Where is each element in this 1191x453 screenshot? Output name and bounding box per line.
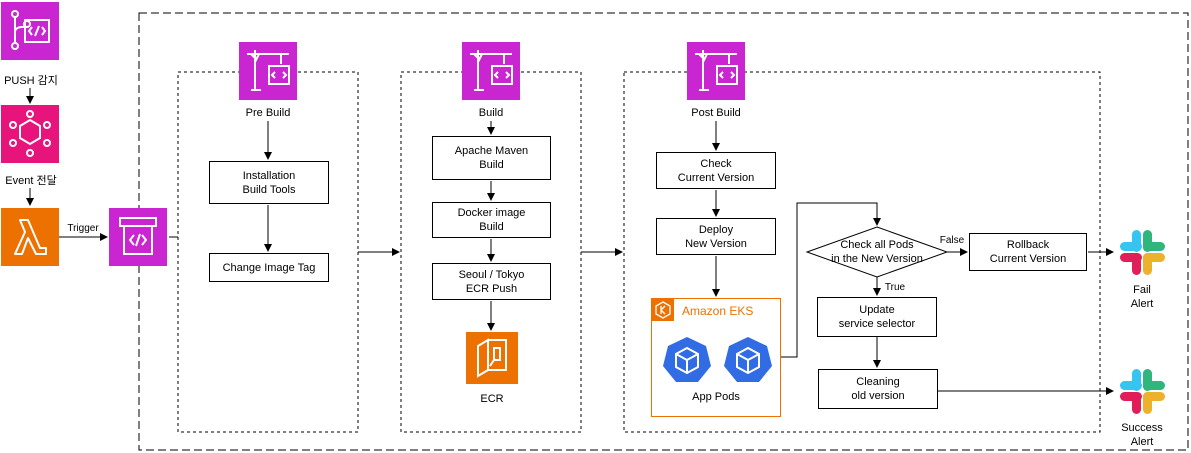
fail-alert-label: Fail Alert [1130, 284, 1154, 310]
false-label: False [939, 235, 965, 246]
postbuild-crane-icon [687, 42, 745, 100]
step-check-current: Check Current Version [656, 152, 776, 189]
prebuild-title: Pre Build [245, 107, 291, 119]
step-cleaning: Cleaning old version [818, 369, 938, 409]
step-rollback: Rollback Current Version [969, 233, 1087, 271]
codebuild-icon [109, 208, 167, 266]
event-label: Event 전달 [5, 175, 57, 187]
ecr-icon [466, 332, 518, 384]
prebuild-crane-icon [239, 42, 297, 100]
eks-icon [652, 299, 674, 321]
ecr-label: ECR [480, 393, 504, 405]
pod-icon-2 [723, 336, 773, 384]
codecommit-icon [1, 2, 59, 60]
step-ecr-push: Seoul / Tokyo ECR Push [432, 263, 551, 300]
build-title: Build [478, 107, 504, 119]
push-label: PUSH 감지 [4, 75, 58, 87]
true-label: True [884, 282, 906, 293]
app-pods-label: App Pods [692, 391, 740, 403]
decision-text: Check all Pods in the New Version [831, 239, 923, 265]
step-change-image-tag: Change Image Tag [209, 253, 329, 282]
lambda-icon [1, 208, 59, 266]
eventbridge-icon [1, 105, 59, 163]
step-maven-build: Apache Maven Build [432, 136, 551, 180]
step-installation: Installation Build Tools [209, 161, 329, 204]
trigger-label: Trigger [67, 223, 99, 234]
step-update-selector: Update service selector [817, 297, 937, 337]
slack-success-icon [1116, 365, 1168, 417]
arrow-eks-decision [781, 202, 881, 358]
step-deploy-new: Deploy New Version [656, 218, 776, 255]
postbuild-title: Post Build [691, 107, 741, 119]
step-docker-build: Docker image Build [432, 202, 551, 238]
eks-title: Amazon EKS [682, 304, 754, 318]
build-crane-icon [462, 42, 520, 100]
pod-icon-1 [662, 336, 712, 384]
slack-fail-icon [1116, 226, 1168, 278]
success-alert-label: Success Alert [1121, 422, 1163, 448]
